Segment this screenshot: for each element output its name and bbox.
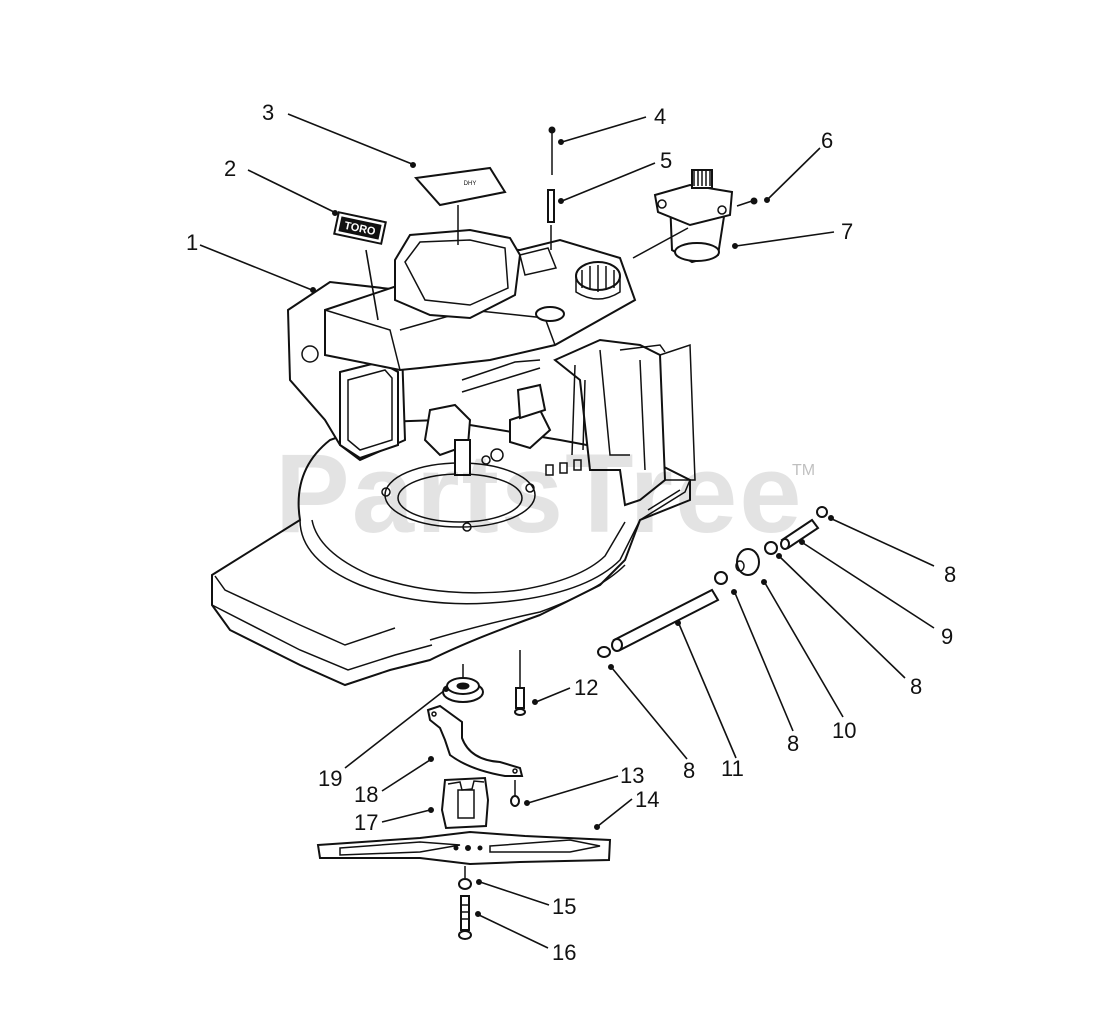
callout-17: 17: [354, 810, 379, 835]
air-cleaner-cover: DHY: [414, 166, 507, 245]
leader-2: [247, 169, 335, 213]
leader-4: [561, 116, 647, 143]
callout-8b: 8: [910, 674, 923, 699]
leader-2b: [365, 249, 379, 321]
bracket-18: [426, 704, 524, 777]
callout-8d: 8: [683, 758, 696, 783]
callout-3: 3: [262, 100, 275, 125]
trademark-symbol: TM: [792, 462, 816, 479]
leader-12: [535, 687, 571, 703]
handle-hardware: [597, 506, 828, 658]
washer-15: [458, 866, 472, 890]
dipstick-pins: [547, 126, 556, 250]
leader-8c: [734, 592, 794, 732]
leader-1: [199, 244, 313, 291]
partstree-watermark: PartsTree: [275, 431, 804, 556]
callout-8c: 8: [787, 731, 800, 756]
callout-2: 2: [224, 156, 237, 181]
leader-9: [802, 542, 935, 629]
leader-14: [597, 798, 633, 827]
callout-7: 7: [841, 219, 854, 244]
callout-13: 13: [620, 763, 645, 788]
leader-19: [344, 689, 446, 769]
leader-10: [764, 582, 844, 718]
leader-lines: [199, 113, 935, 949]
bolt-16: [458, 895, 472, 940]
callout-8a: 8: [944, 562, 957, 587]
leader-8b: [779, 556, 906, 679]
callout-6: 6: [821, 128, 834, 153]
callout-12: 12: [574, 675, 599, 700]
callout-16: 16: [552, 940, 577, 965]
leader-13: [527, 775, 619, 804]
callout-5: 5: [660, 148, 673, 173]
leader-7: [735, 231, 835, 247]
bearing-19: [442, 664, 484, 703]
callout-10: 10: [832, 718, 857, 743]
engine: [286, 228, 637, 476]
callout-14: 14: [635, 787, 660, 812]
callout-15: 15: [552, 894, 577, 919]
callout-18: 18: [354, 782, 379, 807]
rear-shroud: [553, 338, 696, 507]
leader-18: [381, 759, 431, 792]
callout-9: 9: [941, 624, 954, 649]
leader-8d: [611, 667, 688, 760]
leader-6: [767, 147, 821, 200]
blade-adapter-17: [440, 776, 490, 830]
bolt-12: [514, 650, 526, 716]
leader-3: [287, 113, 413, 165]
leader-16: [478, 914, 549, 949]
callout-19: 19: [318, 766, 343, 791]
starter-motor: [632, 169, 758, 264]
leader-15: [479, 881, 550, 906]
leader-11: [678, 623, 737, 759]
cover-decal-text: DHY: [464, 181, 477, 187]
leader-8a: [831, 518, 935, 567]
callout-11: 11: [721, 756, 744, 781]
mower-deck: [211, 418, 691, 687]
blade-14: [316, 830, 612, 866]
leader-17: [381, 809, 431, 823]
toro-decal: TORO: [333, 211, 387, 245]
leader-5: [561, 162, 656, 202]
callout-4: 4: [654, 104, 667, 129]
screw-13: [510, 780, 520, 807]
callout-1: 1: [186, 230, 199, 255]
